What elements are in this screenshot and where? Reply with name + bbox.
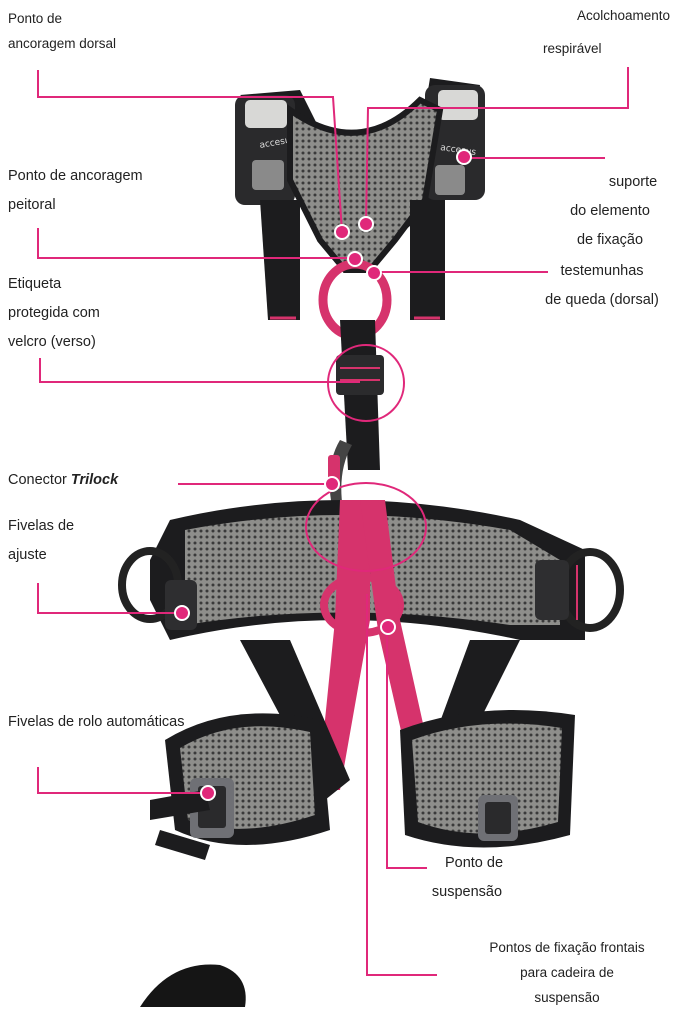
- label-velcro-tag: Etiqueta protegida com velcro (verso): [8, 270, 100, 357]
- label-lanyard-support: suporte do elemento de fixação: [540, 168, 678, 255]
- label-adjust-buckles: Fivelas de ajuste: [8, 512, 74, 570]
- coiled-lanyard: [140, 965, 246, 1007]
- dot-adjust-buckles: [175, 606, 189, 620]
- dot-lanyard-support: [457, 150, 471, 164]
- dot-fall-indicators: [367, 266, 381, 280]
- callout-line-chest-anchor: [38, 228, 355, 258]
- label-roller-buckles: Fivelas de rolo automáticas: [8, 708, 185, 737]
- dot-trilock: [325, 477, 339, 491]
- label-breathable-padding: Acolchoamento: [470, 3, 670, 28]
- dot-dorsal-anchor: [335, 225, 349, 239]
- label-breathable-padding-2: respirável: [543, 36, 602, 61]
- dot-chest-anchor: [348, 252, 362, 266]
- label-suspension-point: Ponto de suspensão: [402, 849, 532, 907]
- label-front-points: Pontos de fixação frontais para cadeira …: [458, 935, 676, 1010]
- dot-suspension-ring: [381, 620, 395, 634]
- label-fall-indicators: testemunhas de queda (dorsal): [532, 257, 672, 315]
- callout-line-velcro-tag: [40, 358, 360, 382]
- dot-roller-buckles: [201, 786, 215, 800]
- trilock-name: Trilock: [71, 472, 118, 488]
- dot-padding: [359, 217, 373, 231]
- label-chest-anchor: Ponto de ancoragem peitoral: [8, 162, 143, 220]
- label-dorsal-anchor: Ponto de ancoragem dorsal: [8, 6, 116, 56]
- label-trilock-connector: Conector Trilock: [8, 466, 118, 495]
